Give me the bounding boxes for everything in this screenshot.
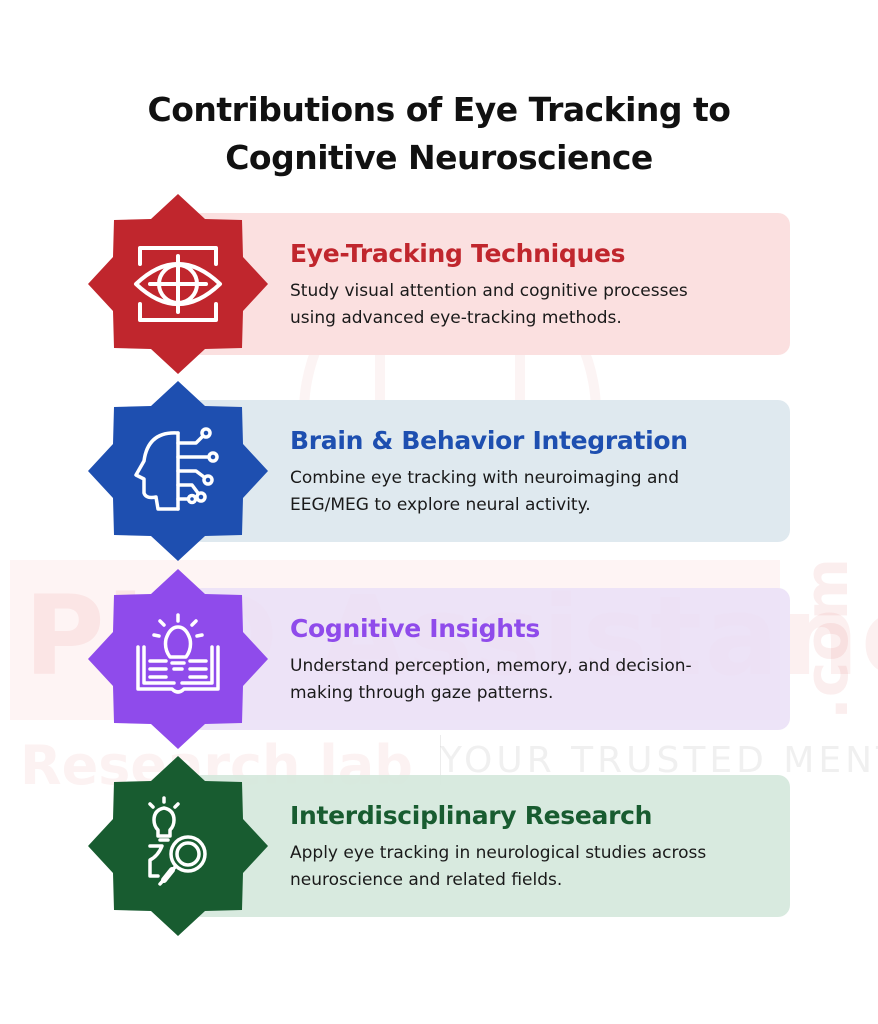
card-brain-behavior-text: Brain & Behavior Integration Combine eye… xyxy=(290,425,770,519)
ai-head-icon xyxy=(134,427,219,511)
card-title: Brain & Behavior Integration xyxy=(290,426,688,455)
card-description-line: Apply eye tracking in neurological studi… xyxy=(290,843,707,863)
card-cognitive-insights-text: Cognitive Insights Understand perception… xyxy=(290,613,770,707)
page-title-line-1: Contributions of Eye Tracking to xyxy=(147,90,731,129)
watermark-domain: .com xyxy=(792,557,862,720)
page-title: Contributions of Eye Tracking to Cogniti… xyxy=(0,86,878,182)
card-description-line: neuroscience and related fields. xyxy=(290,870,563,890)
card-description: Understand perception, memory, and decis… xyxy=(290,653,770,707)
card-description-line: Study visual attention and cognitive pro… xyxy=(290,281,688,301)
card-description-line: Understand perception, memory, and decis… xyxy=(290,656,692,676)
card-cognitive-insights xyxy=(190,588,790,730)
eye-scan-icon xyxy=(134,246,222,322)
card-description-line: making through gaze patterns. xyxy=(290,683,554,703)
card-title: Interdisciplinary Research xyxy=(290,801,653,830)
badge-brain-behavior xyxy=(88,381,268,561)
badge-interdisciplinary xyxy=(88,756,268,936)
card-description: Study visual attention and cognitive pro… xyxy=(290,278,770,332)
badge-cognitive-insights xyxy=(88,569,268,749)
lightbulb-book-icon xyxy=(136,613,220,694)
card-title: Cognitive Insights xyxy=(290,614,540,643)
card-brain-behavior xyxy=(190,400,790,542)
badge-eye-tracking xyxy=(88,194,268,374)
card-interdisciplinary xyxy=(190,775,790,917)
card-description: Combine eye tracking with neuroimaging a… xyxy=(290,465,770,519)
card-description-line: EEG/MEG to explore neural activity. xyxy=(290,495,591,515)
card-description: Apply eye tracking in neurological studi… xyxy=(290,840,770,894)
card-title: Eye-Tracking Techniques xyxy=(290,239,626,268)
card-eye-tracking-text: Eye-Tracking Techniques Study visual att… xyxy=(290,238,770,332)
card-interdisciplinary-text: Interdisciplinary Research Apply eye tra… xyxy=(290,800,770,894)
idea-search-icon xyxy=(148,796,207,886)
card-description-line: Combine eye tracking with neuroimaging a… xyxy=(290,468,679,488)
card-description-line: using advanced eye-tracking methods. xyxy=(290,308,622,328)
page-title-line-2: Cognitive Neuroscience xyxy=(225,138,653,177)
card-eye-tracking xyxy=(190,213,790,355)
